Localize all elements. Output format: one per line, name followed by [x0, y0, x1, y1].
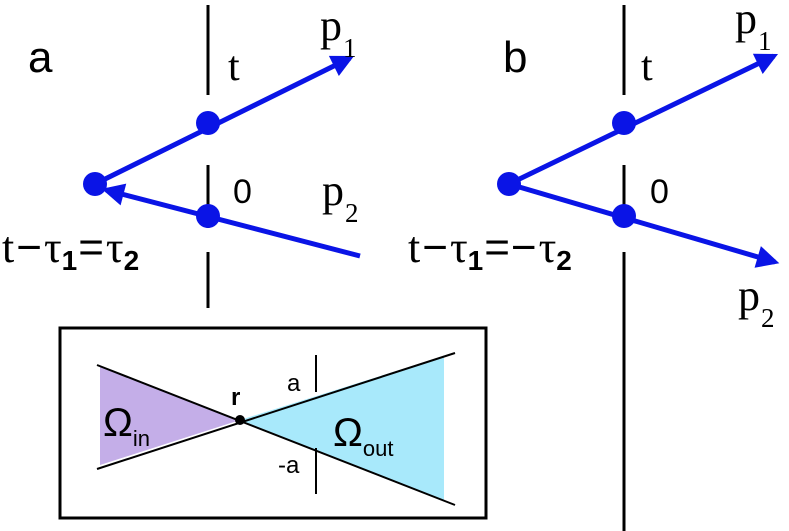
omega-in-label: Ωin [103, 401, 150, 451]
panel-b-upper-dot [612, 111, 636, 135]
panel-b-trajectory-p1 [507, 53, 779, 187]
inset: r a -a Ωin Ωout [58, 326, 488, 520]
panel-a-origin-dot [83, 172, 107, 196]
panel-a-label: a [28, 33, 53, 82]
panel-b: b t 0 p1 p2 t−τ1=−τ2 [408, 0, 780, 531]
omega-out-label: Ωout [333, 411, 394, 461]
panel-a-p2-label: p2 [322, 166, 359, 228]
panel-b-lower-dot-label: 0 [650, 173, 669, 211]
panel-b-label: b [503, 33, 527, 82]
panel-a-upper-dot-label: t [228, 44, 240, 90]
omega-out-region [240, 356, 444, 500]
inset-line-descending [96, 364, 456, 506]
panel-a-equation: t−τ1=τ2 [2, 223, 139, 276]
inset-line-ascending [96, 352, 456, 470]
omega-in-region [100, 366, 240, 465]
panel-a-upper-dot [196, 111, 220, 135]
panel-a-trajectory-p2 [101, 183, 361, 259]
panel-b-p1-label: p1 [735, 0, 772, 56]
panel-a-p1-label: p1 [320, 1, 357, 63]
inset-upper-mark-label: a [287, 370, 301, 397]
panel-b-p2-label: p2 [738, 271, 775, 333]
panel-b-lower-dot [612, 204, 636, 228]
panel-b-trajectory-p2 [508, 181, 780, 268]
panel-a-lower-dot-label: 0 [233, 173, 252, 211]
panel-b-upper-dot-label: t [641, 44, 653, 90]
panel-b-equation: t−τ1=−τ2 [408, 223, 572, 276]
panel-a-lower-dot [196, 204, 220, 228]
inset-vertex-label: r [231, 384, 240, 411]
panel-a-trajectory-p1 [93, 55, 355, 187]
panel-b-origin-dot [497, 172, 521, 196]
panel-a: a t 0 p1 p2 t−τ1=τ2 [2, 1, 361, 308]
inset-lower-mark-label: -a [278, 452, 300, 479]
inset-vertex-dot [235, 415, 245, 425]
